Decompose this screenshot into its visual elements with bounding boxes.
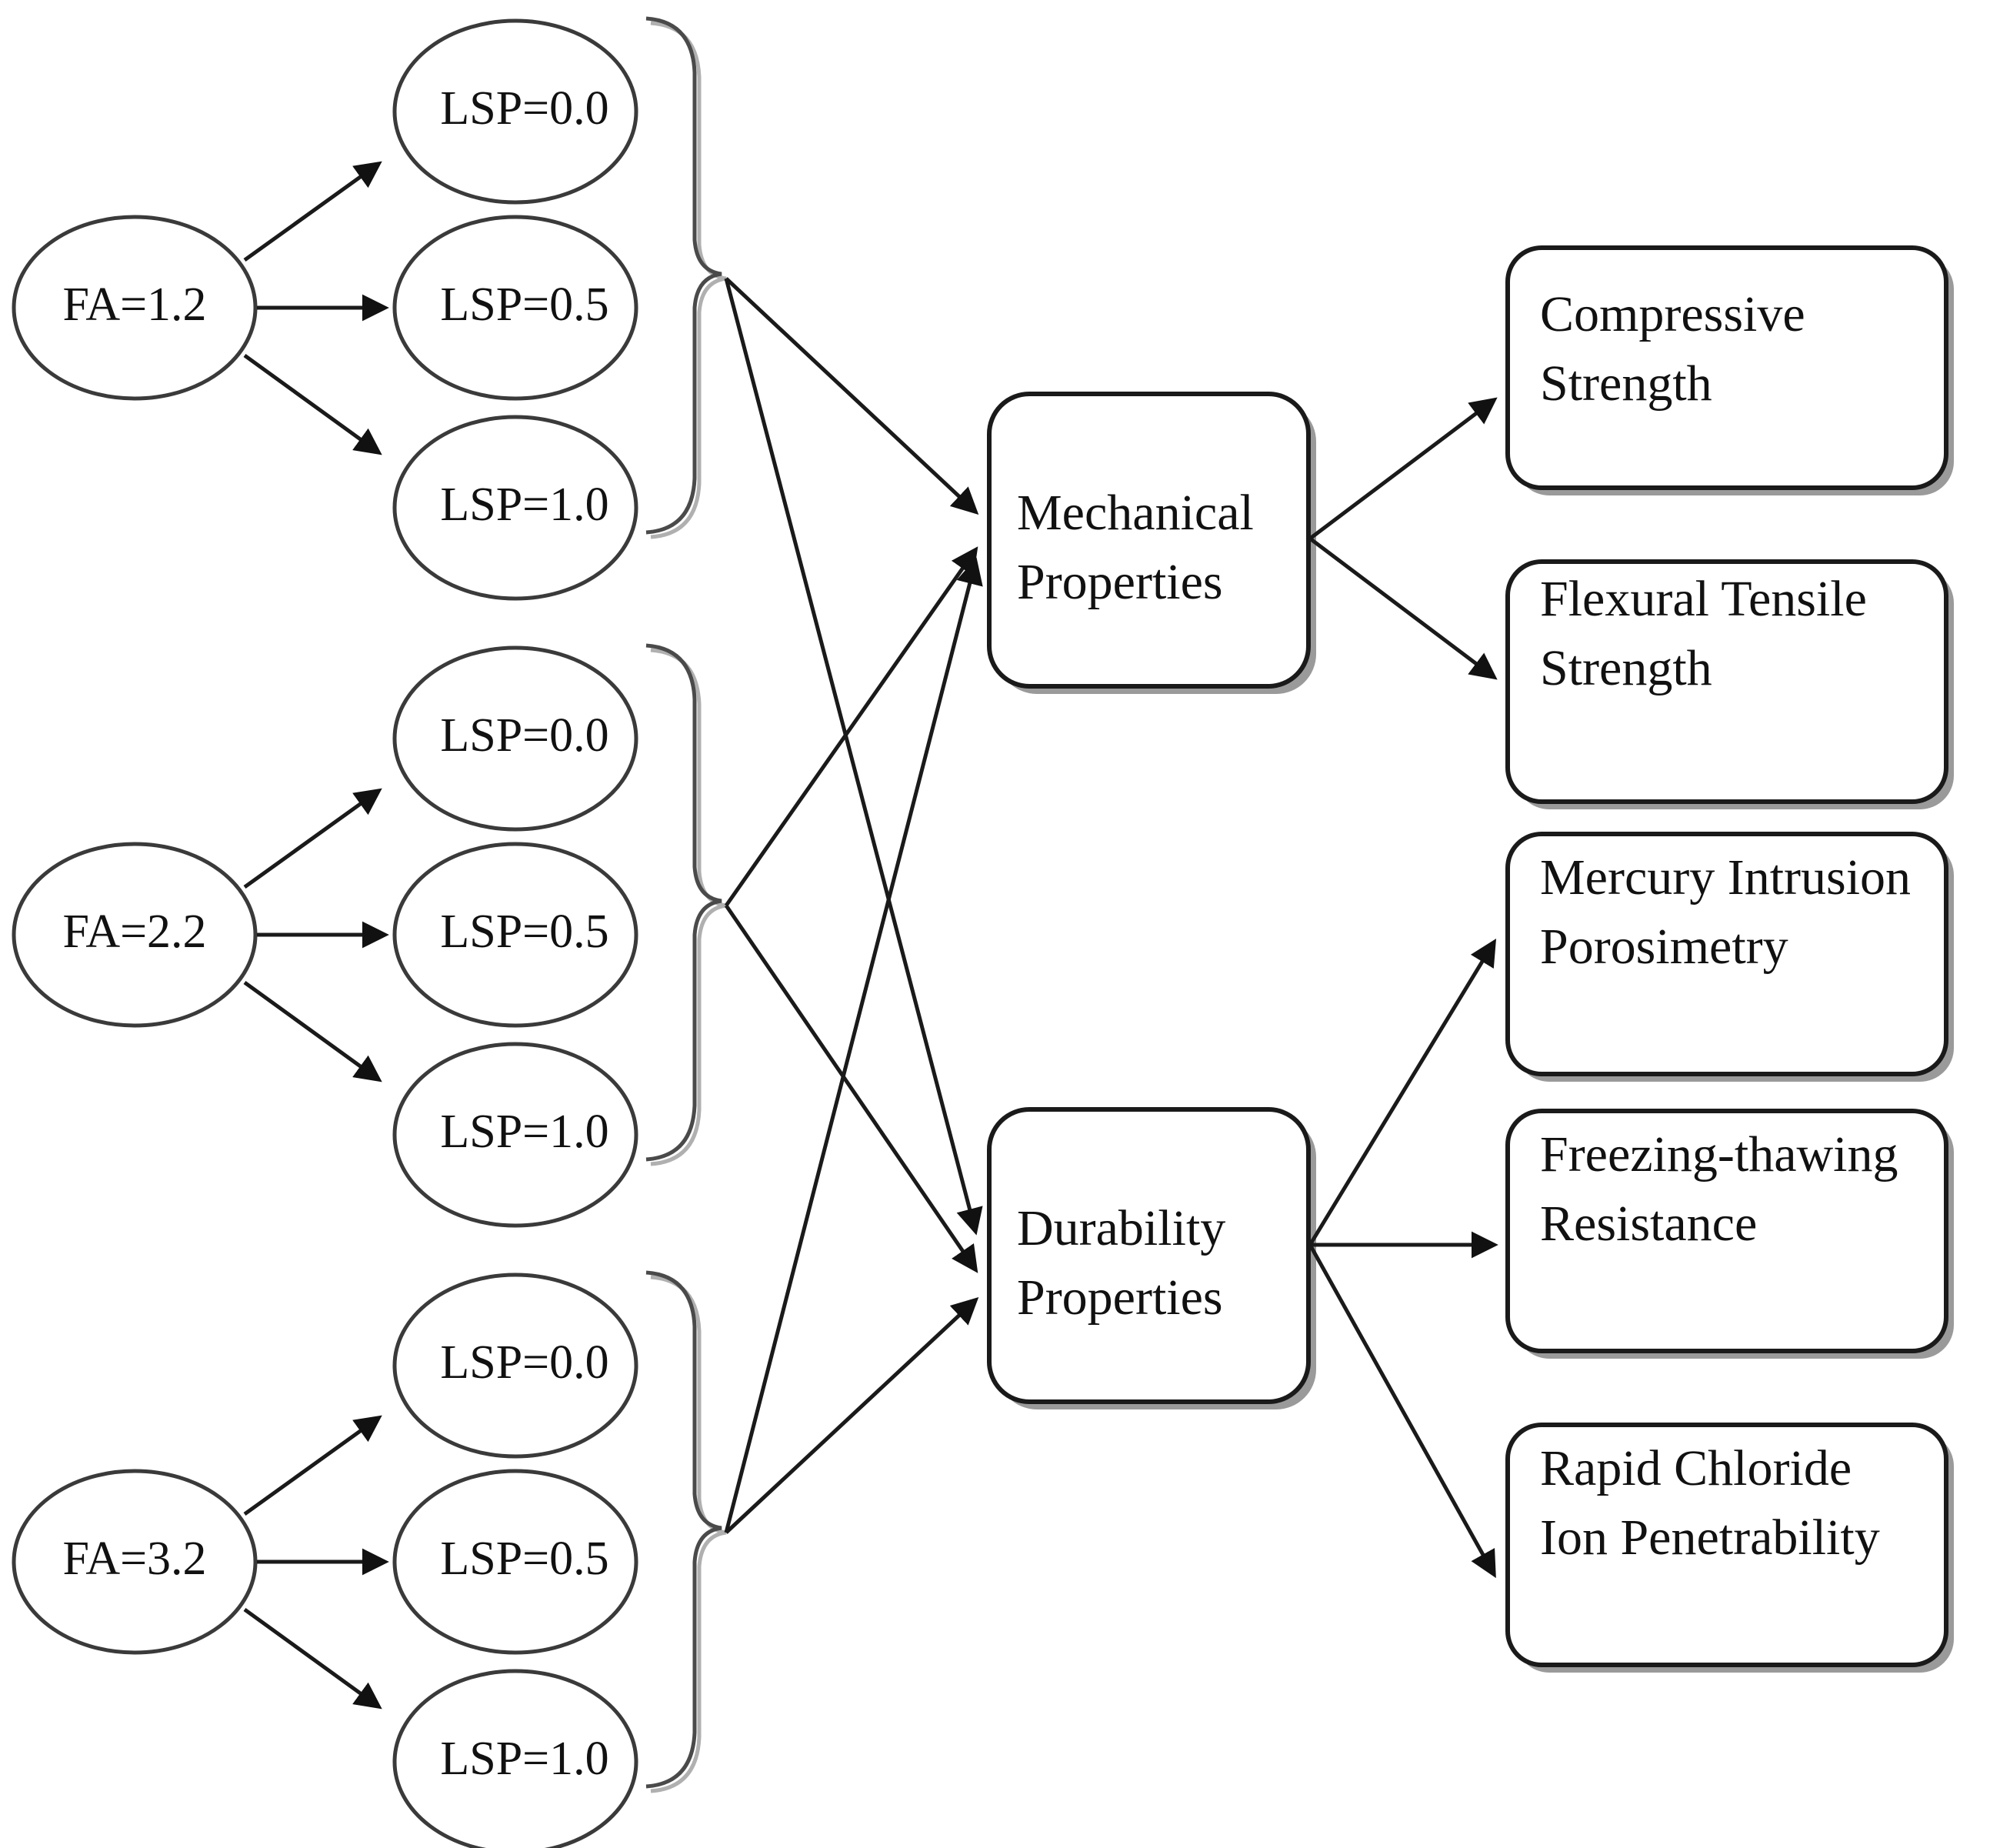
- node-fa-2-2-lsp-0-0[interactable]: LSP=0.0: [392, 645, 638, 832]
- edge-mechanical-to-flexural-tensile-strength: [1308, 537, 1498, 680]
- brace-group-1-shadow: [650, 21, 727, 539]
- node-fa-1-2[interactable]: FA=1.2: [12, 215, 258, 401]
- brace-group-3: [645, 1270, 722, 1789]
- node-mercury-intrusion-porosimetry-line1: Mercury Intrusion: [1540, 849, 1911, 906]
- edge-fa-1-2-to-lsp-0-0: [243, 161, 382, 262]
- node-fa-2-2-lsp-1-0-label: LSP=1.0: [440, 1106, 608, 1158]
- node-compressive-strength-line2: Strength: [1540, 355, 1712, 412]
- brace-group-2-shadow: [650, 648, 727, 1166]
- node-fa-1-2-lsp-0-0[interactable]: LSP=0.0: [392, 18, 638, 205]
- node-rapid-chloride-ion-penetrability-line2: Ion Penetrability: [1540, 1509, 1880, 1566]
- node-fa-1-2-label: FA=1.2: [62, 279, 206, 331]
- edge-fa-3-2-to-lsp-1-0: [243, 1607, 382, 1710]
- node-mechanical-properties[interactable]: Mechanical Properties: [987, 392, 1316, 694]
- node-durability-properties[interactable]: Durability Properties: [987, 1107, 1316, 1409]
- node-mechanical-properties-line2: Properties: [1017, 554, 1223, 610]
- node-fa-3-2-label: FA=3.2: [62, 1533, 206, 1585]
- node-flexural-tensile-strength[interactable]: Flexural Tensile Strength: [1505, 559, 1954, 809]
- brace-group-2: [645, 643, 722, 1162]
- edge-group-1-to-durability: [724, 278, 983, 1236]
- edge-durability-to-mercury-intrusion-porosimetry: [1308, 939, 1497, 1246]
- node-freezing-thawing-resistance-line2: Resistance: [1540, 1196, 1757, 1252]
- node-fa-3-2-lsp-0-0-label: LSP=0.0: [440, 1336, 608, 1389]
- edge-group-3-to-durability: [725, 1297, 979, 1534]
- node-rapid-chloride-ion-penetrability[interactable]: Rapid Chloride Ion Penetrability: [1505, 1423, 1954, 1673]
- group-fa-1-2: FA=1.2 LSP=0.0 LSP=0.5 LSP=1.0: [12, 16, 727, 601]
- node-fa-1-2-lsp-1-0[interactable]: LSP=1.0: [392, 415, 638, 601]
- node-fa-2-2-lsp-0-5-label: LSP=0.5: [440, 906, 608, 958]
- group-fa-3-2: FA=3.2 LSP=0.0 LSP=0.5 LSP=1.0: [12, 1270, 727, 1848]
- node-freezing-thawing-resistance-line1: Freezing-thawing: [1540, 1126, 1898, 1183]
- brace-group-3-shadow: [650, 1275, 727, 1793]
- node-compressive-strength-line1: Compressive: [1540, 286, 1805, 342]
- node-durability-properties-line1: Durability: [1017, 1200, 1225, 1256]
- edge-mechanical-to-compressive-strength: [1308, 397, 1498, 540]
- edge-group-2-to-mechanical: [724, 546, 978, 907]
- node-rapid-chloride-ion-penetrability-line1: Rapid Chloride: [1540, 1440, 1852, 1496]
- node-flexural-tensile-strength-line1: Flexural Tensile: [1540, 571, 1867, 627]
- node-flexural-tensile-strength-line2: Strength: [1540, 640, 1712, 696]
- node-fa-3-2-lsp-0-5[interactable]: LSP=0.5: [392, 1469, 638, 1655]
- node-fa-3-2-lsp-1-0-label: LSP=1.0: [440, 1733, 608, 1785]
- node-fa-2-2-lsp-1-0[interactable]: LSP=1.0: [392, 1042, 638, 1228]
- node-mechanical-properties-line1: Mechanical: [1017, 485, 1254, 541]
- node-mercury-intrusion-porosimetry-line2: Porosimetry: [1540, 919, 1788, 975]
- node-fa-3-2-lsp-0-0[interactable]: LSP=0.0: [392, 1273, 638, 1459]
- node-fa-3-2-lsp-1-0[interactable]: LSP=1.0: [392, 1669, 638, 1848]
- edge-group-2-to-durability: [724, 904, 978, 1273]
- node-fa-1-2-lsp-0-5[interactable]: LSP=0.5: [392, 215, 638, 401]
- edge-group-3-to-mechanical: [724, 557, 983, 1533]
- node-durability-properties-line2: Properties: [1017, 1269, 1223, 1326]
- node-fa-2-2[interactable]: FA=2.2: [12, 842, 258, 1028]
- node-fa-3-2[interactable]: FA=3.2: [12, 1469, 258, 1655]
- node-fa-2-2-label: FA=2.2: [62, 906, 206, 958]
- edge-fa-3-2-to-lsp-0-0: [243, 1415, 382, 1516]
- node-fa-1-2-lsp-1-0-label: LSP=1.0: [440, 479, 608, 531]
- edge-fa-2-2-to-lsp-1-0: [243, 980, 382, 1082]
- brace-group-1: [645, 16, 722, 535]
- node-fa-1-2-lsp-0-5-label: LSP=0.5: [440, 279, 608, 331]
- node-compressive-strength[interactable]: Compressive Strength: [1505, 245, 1954, 495]
- node-fa-2-2-lsp-0-0-label: LSP=0.0: [440, 709, 608, 762]
- node-freezing-thawing-resistance[interactable]: Freezing-thawing Resistance: [1505, 1109, 1954, 1359]
- node-mercury-intrusion-porosimetry[interactable]: Mercury Intrusion Porosimetry: [1505, 832, 1954, 1082]
- group-fa-2-2: FA=2.2 LSP=0.0 LSP=0.5 LSP=1.0: [12, 643, 727, 1228]
- node-fa-2-2-lsp-0-5[interactable]: LSP=0.5: [392, 842, 638, 1028]
- edge-fa-2-2-to-lsp-0-0: [243, 788, 382, 889]
- node-fa-1-2-lsp-0-0-label: LSP=0.0: [440, 82, 608, 135]
- node-fa-3-2-lsp-0-5-label: LSP=0.5: [440, 1533, 608, 1585]
- edge-group-1-to-mechanical: [725, 277, 979, 515]
- edge-durability-to-rapid-chloride-ion-penetrability: [1308, 1243, 1496, 1579]
- edge-fa-1-2-to-lsp-1-0: [243, 353, 382, 455]
